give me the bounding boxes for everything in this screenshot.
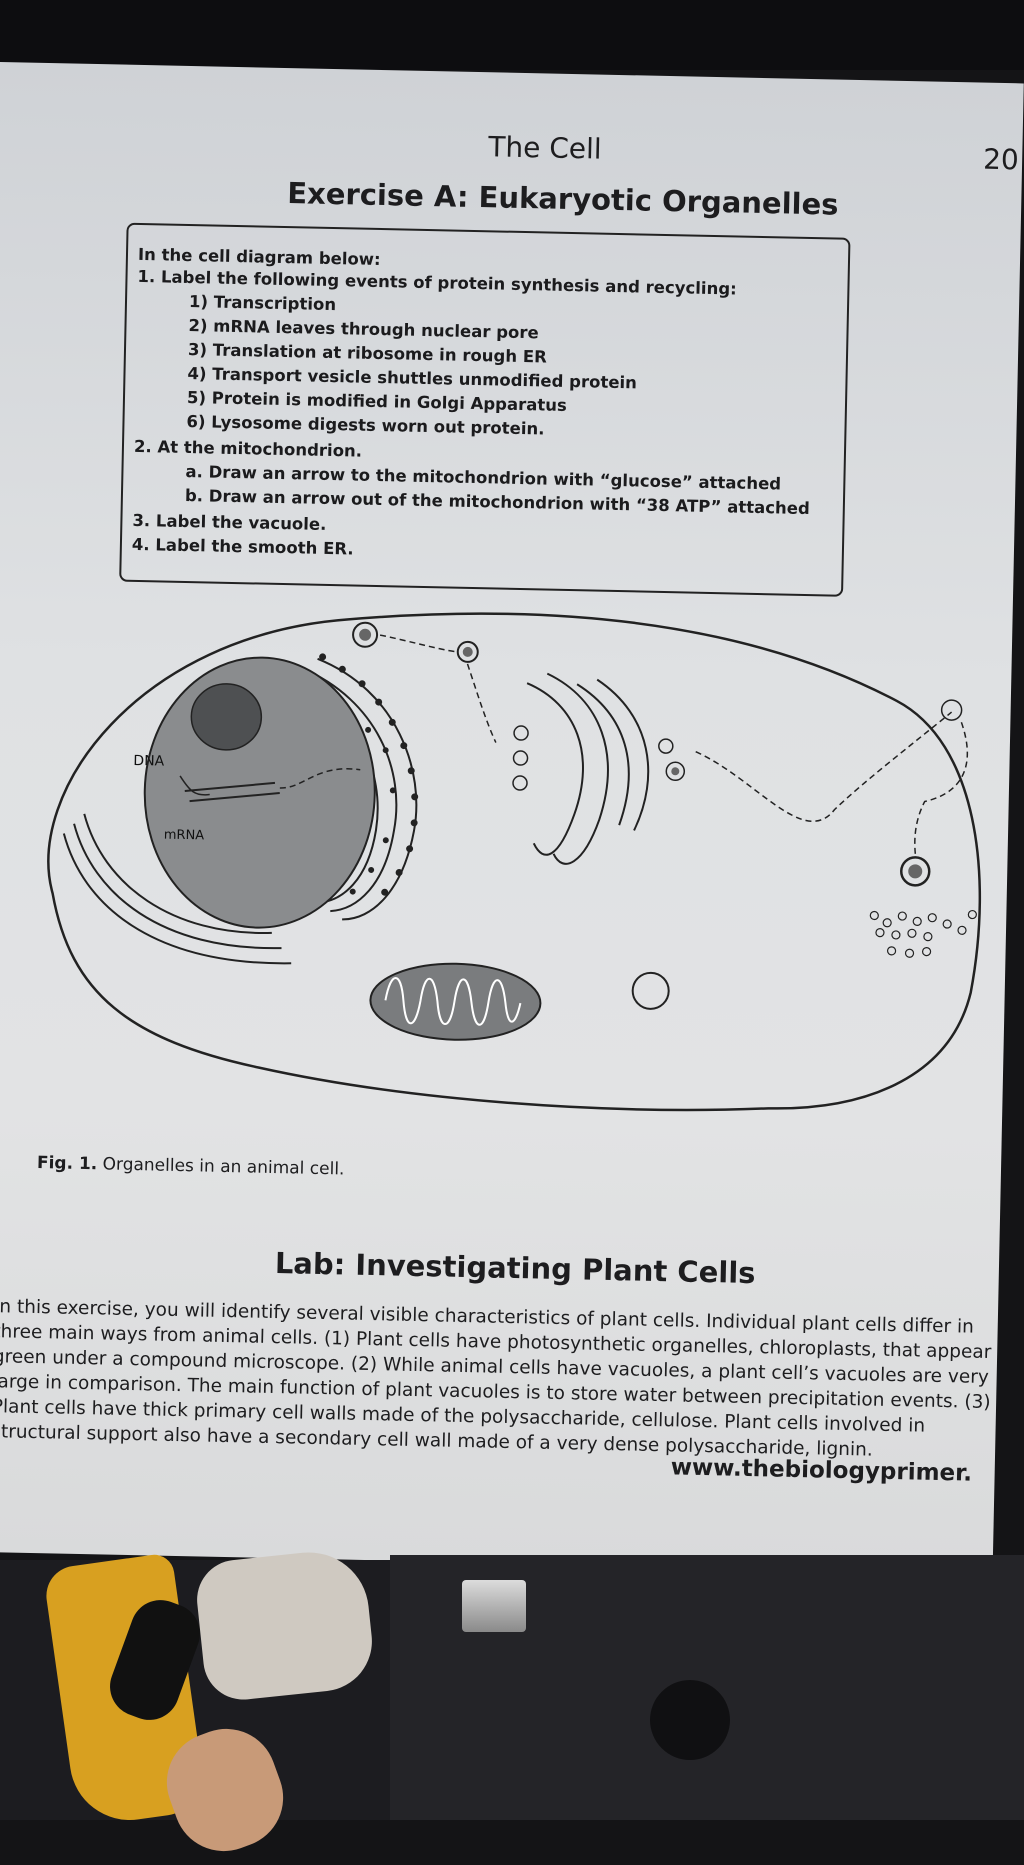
question-1-item: 2) mRNA leaves through nuclear pore <box>188 316 539 343</box>
lysosome <box>900 856 931 887</box>
binder-clip <box>462 1580 526 1632</box>
question-1-item: 5) Protein is modified in Golgi Apparatu… <box>186 387 568 415</box>
worksheet-page: The Cell 20 Exercise A: Eukaryotic Organ… <box>0 62 1024 1574</box>
vacuole <box>631 971 670 1010</box>
question-1-item: 4) Transport vesicle shuttles unmodified… <box>187 363 638 393</box>
cell-membrane <box>47 612 982 1112</box>
page-header-title: The Cell <box>487 130 602 166</box>
nucleolus <box>190 683 263 751</box>
binder-hole <box>650 1680 730 1760</box>
question-1-item: 1) Transcription <box>188 292 337 315</box>
golgi-apparatus <box>526 672 650 865</box>
mrna-label: mRNA <box>164 828 205 844</box>
website-url: www.thebiologyprimer. <box>670 1454 973 1487</box>
question-2: 2. At the mitochondrion. <box>133 436 363 461</box>
lab-title: Lab: Investigating Plant Cells <box>274 1246 756 1291</box>
rough-er <box>317 657 418 921</box>
question-4: 4. Label the smooth ER. <box>131 534 354 559</box>
dna-label: DNA <box>133 753 165 770</box>
instructions-intro: In the cell diagram below: <box>137 244 381 270</box>
page-number: 20 <box>982 142 1020 177</box>
background-top <box>0 0 1024 70</box>
figure-caption-text: Organelles in an animal cell. <box>97 1154 345 1180</box>
instructions-box: In the cell diagram below: 1. Label the … <box>119 222 851 597</box>
nucleus <box>143 656 376 929</box>
animal-cell-diagram: DNA mRNA <box>47 612 982 1112</box>
figure-caption-prefix: Fig. 1. <box>36 1153 98 1175</box>
digested-fragments <box>869 909 977 958</box>
question-1-item: 3) Translation at ribosome in rough ER <box>187 340 547 367</box>
lab-paragraph: In this exercise, you will identify seve… <box>0 1296 992 1461</box>
exercise-title: Exercise A: Eukaryotic Organelles <box>286 176 839 222</box>
question-1-item: 6) Lysosome digests worn out protein. <box>186 411 545 439</box>
ribosomes <box>319 653 419 896</box>
plush-toy-white <box>193 1546 377 1704</box>
question-3: 3. Label the vacuole. <box>132 510 327 534</box>
